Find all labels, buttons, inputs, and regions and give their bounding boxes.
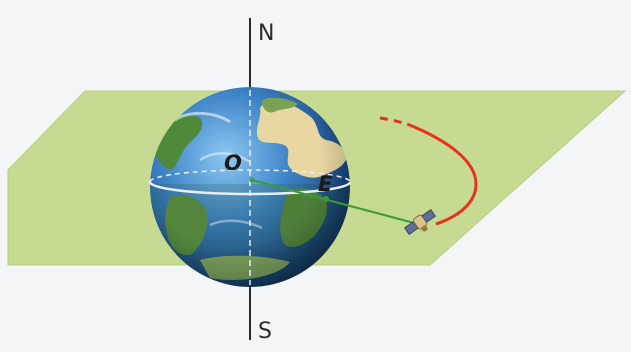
radius-line xyxy=(251,179,419,225)
orbit-arc xyxy=(411,124,478,226)
point-e xyxy=(323,196,329,202)
earth-globe xyxy=(150,87,350,287)
label-north: N xyxy=(258,21,274,46)
satellite-icon xyxy=(404,208,436,236)
center-point xyxy=(249,177,255,183)
label-point-e: E xyxy=(318,172,333,196)
orbit-arc-dashed xyxy=(379,116,413,128)
label-center-o: O xyxy=(224,151,242,175)
label-south: S xyxy=(258,319,272,344)
